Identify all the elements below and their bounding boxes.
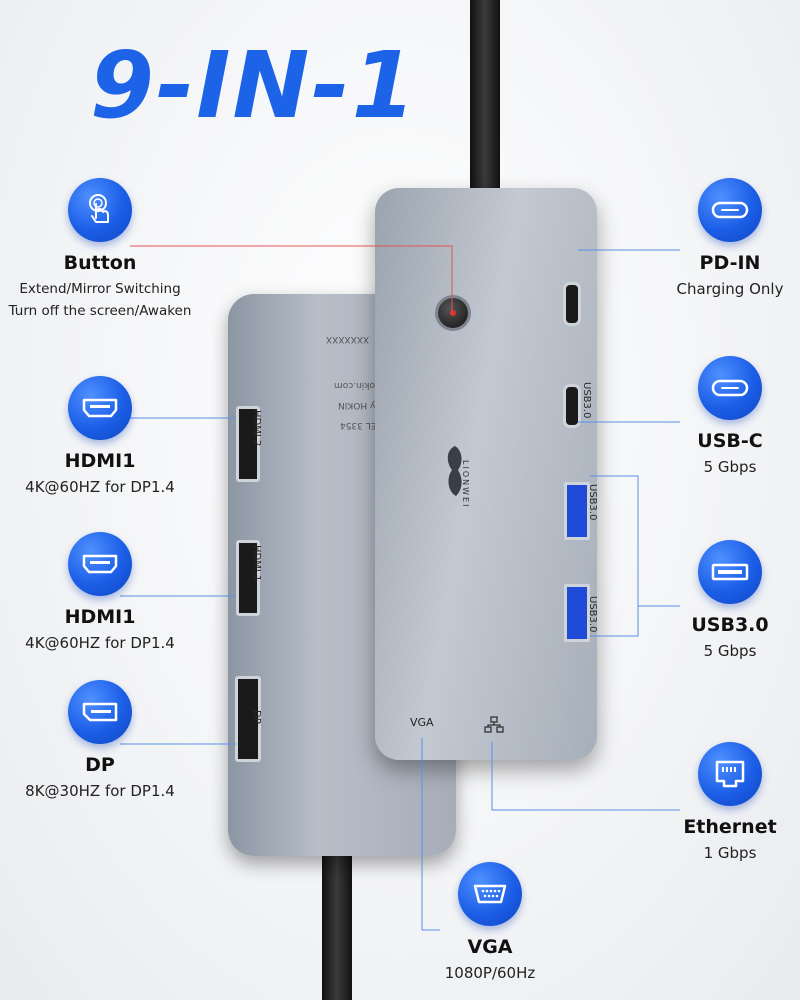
usb-a-port-1 <box>564 482 590 540</box>
usb-c-icon <box>698 356 762 420</box>
button-line-2: Turn off the screen/Awaken <box>8 303 192 319</box>
feature-ethernet: Ethernet 1 Gbps <box>630 742 800 864</box>
brand-text: LIONWEI <box>461 460 470 509</box>
usb-c-port <box>563 384 581 428</box>
usb-a-port-2-label: USB3.0 <box>587 596 598 633</box>
hub-front-body <box>375 188 597 760</box>
vga-port-icon <box>458 862 522 926</box>
power-button[interactable] <box>438 298 468 328</box>
vga-port-label: VGA <box>410 716 434 729</box>
feature-hdmi1-b: HDMI1 4K@60HZ for DP1.4 <box>0 532 200 654</box>
feature-dp: DP 8K@30HZ for DP1.4 <box>0 680 200 802</box>
hdmi2-port-label: HDMI 2 <box>251 410 262 447</box>
usb3-title: USB3.0 <box>691 614 769 636</box>
ethernet-port-icon <box>698 742 762 806</box>
feature-pd-in: PD-IN Charging Only <box>630 178 800 300</box>
feature-vga: VGA 1080P/60Hz <box>390 862 590 984</box>
dp-title: DP <box>85 754 115 776</box>
brand-logo-icon <box>442 440 468 500</box>
usb-a-port-1-label: USB3.0 <box>587 484 598 521</box>
vga-sub: 1080P/60Hz <box>444 964 536 982</box>
hdmi1-port-label: HDMI 1 <box>251 545 262 582</box>
usb-c-title: USB-C <box>697 430 763 452</box>
usb-c-icon <box>698 178 762 242</box>
button-title: Button <box>63 252 137 274</box>
dp-port <box>235 676 261 762</box>
displayport-icon <box>68 680 132 744</box>
feature-hdmi1-a: HDMI1 4K@60HZ for DP1.4 <box>0 376 200 498</box>
hdmi1-port <box>236 540 260 616</box>
tap-finger-icon <box>68 178 132 242</box>
ethernet-title: Ethernet <box>683 816 777 838</box>
usb-a-icon <box>698 540 762 604</box>
cable-bottom <box>322 846 352 1000</box>
vga-title: VGA <box>467 936 513 958</box>
engraving-line-1: XXXXXXX <box>326 334 370 344</box>
cable-top <box>470 0 500 196</box>
ethernet-symbol-icon <box>484 716 504 739</box>
hdmi-port-icon <box>68 376 132 440</box>
feature-button: Button Extend/Mirror Switching Turn off … <box>0 178 200 322</box>
pd-in-port <box>563 282 581 326</box>
hdmi-port-icon <box>68 532 132 596</box>
ethernet-sub: 1 Gbps <box>703 844 757 862</box>
pd-in-sub: Charging Only <box>676 280 784 298</box>
dp-port-label: DP <box>251 710 262 724</box>
hdmi1-b-sub: 4K@60HZ for DP1.4 <box>25 634 175 652</box>
usb-c-port-label: USB3.0 <box>581 382 592 419</box>
usb-a-port-2 <box>564 584 590 642</box>
dp-sub: 8K@30HZ for DP1.4 <box>25 782 175 800</box>
hdmi2-port <box>236 406 260 482</box>
hdmi1-a-sub: 4K@60HZ for DP1.4 <box>25 478 175 496</box>
feature-usb3: USB3.0 5 Gbps <box>630 540 800 662</box>
button-line-1: Extend/Mirror Switching <box>19 281 181 297</box>
usb-c-sub: 5 Gbps <box>703 458 757 476</box>
pd-in-title: PD-IN <box>699 252 761 274</box>
headline: 9-IN-1 <box>90 32 418 139</box>
feature-usb-c: USB-C 5 Gbps <box>630 356 800 478</box>
usb3-sub: 5 Gbps <box>703 642 757 660</box>
hdmi1-a-title: HDMI1 <box>64 450 136 472</box>
hdmi1-b-title: HDMI1 <box>64 606 136 628</box>
